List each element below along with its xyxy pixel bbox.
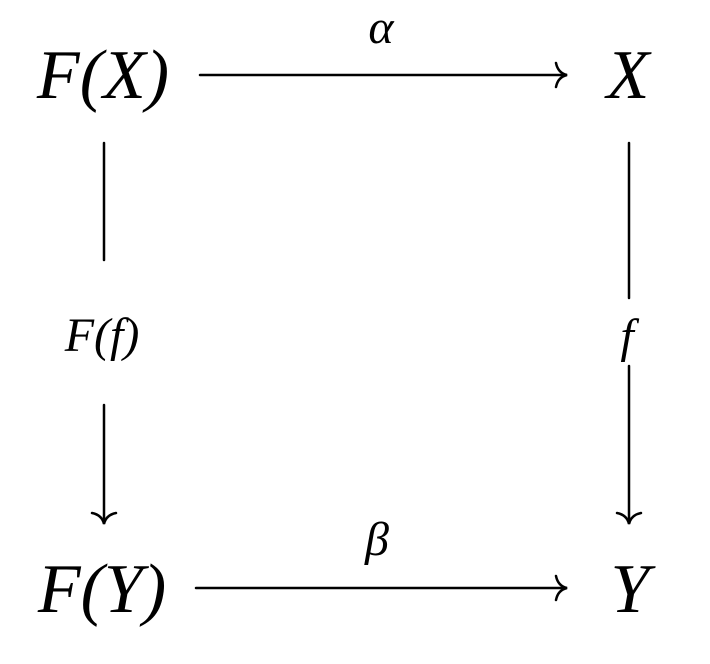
node-F-X: F(X) [36,37,170,114]
label-alpha: α [368,1,394,54]
arrow-F-f [90,141,118,525]
arrow-f [615,141,643,525]
label-f: f [620,310,634,363]
node-X: X [606,37,650,114]
arrow-beta [194,574,568,602]
node-F-Y: F(Y) [37,551,167,628]
node-Y: Y [610,551,650,628]
arrow-alpha [198,61,568,89]
label-F-f: F(f) [64,309,140,362]
label-beta: β [365,513,389,566]
